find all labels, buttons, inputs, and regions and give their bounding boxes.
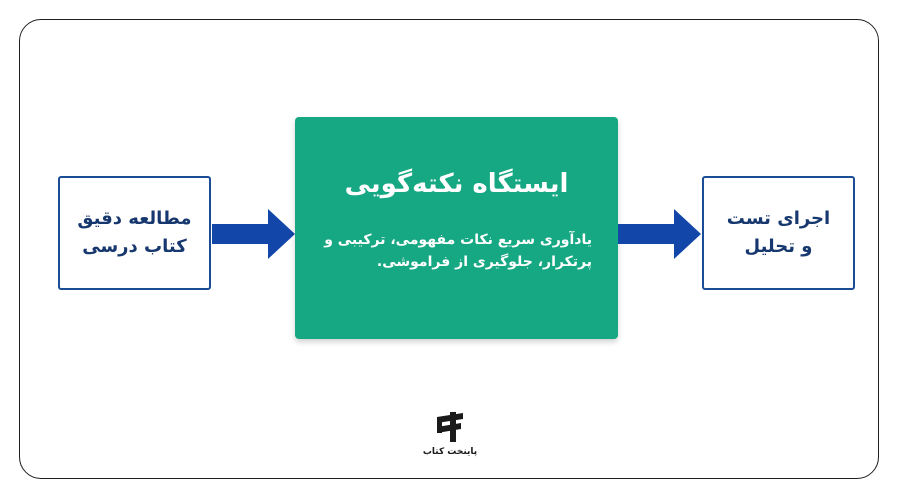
step-test-label: اجرای تست و تحلیل (726, 208, 831, 257)
tip-station-description: یادآوری سریع نکات مفهومی، ترکیبی و پرتکر… (324, 232, 592, 271)
flow-arrow-1 (212, 209, 295, 259)
step-box-tip-station: ایستگاه نکته‌گویی یادآوری سریع نکات مفهو… (295, 117, 618, 339)
tip-station-title: ایستگاه نکته‌گویی (344, 169, 569, 199)
step-box-test: اجرای تست و تحلیل (702, 176, 855, 290)
step-box-study: مطالعه دقیق کتاب درسی (58, 176, 211, 290)
flow-arrow-2 (618, 209, 701, 259)
brand-logo-icon (437, 412, 463, 442)
step-study-label: مطالعه دقیق کتاب درسی (77, 208, 192, 257)
brand-logo: پاینخت کتاب (420, 410, 480, 468)
brand-logo-text: پاینخت کتاب (422, 447, 478, 457)
